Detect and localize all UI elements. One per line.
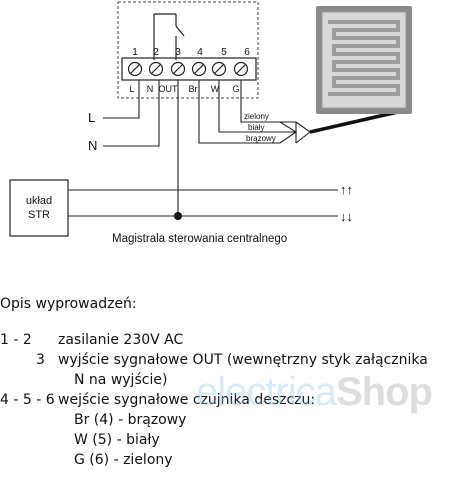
str-box bbox=[9, 179, 69, 237]
label-n: N bbox=[88, 138, 97, 153]
legend-item-brown: Br (4) - brązowy bbox=[74, 412, 187, 428]
terminal-2: 2 N bbox=[147, 47, 164, 94]
terminal-6: 6 G bbox=[232, 47, 250, 94]
wire-label-white: biały bbox=[248, 123, 264, 132]
legend-item-white: W (5) - biały bbox=[74, 432, 160, 448]
legend-value: zasilanie 230V AC bbox=[58, 332, 184, 348]
legend-row-out: 3 wyjście sygnałowe OUT (wewnętrzny styk… bbox=[0, 350, 454, 370]
str-label-line2: STR bbox=[28, 209, 50, 221]
terminal-code: G bbox=[232, 84, 239, 94]
terminal-3: 3 OUT bbox=[159, 47, 186, 94]
rain-sensor-icon bbox=[316, 6, 412, 114]
terminal-number: 4 bbox=[197, 47, 203, 58]
terminal-code: Br bbox=[189, 84, 198, 94]
wire-label-green: zielony bbox=[244, 112, 269, 121]
legend-value: wejście sygnałowe czujnika deszczu: bbox=[58, 392, 316, 408]
terminal-number: 3 bbox=[175, 47, 181, 58]
bus-lines bbox=[68, 189, 338, 217]
terminal-number: 1 bbox=[132, 47, 138, 58]
legend-key: 3 bbox=[36, 352, 45, 368]
terminal-5: 5 W bbox=[211, 47, 227, 94]
sensor-wires bbox=[198, 80, 298, 144]
watermark-main: electrica bbox=[196, 370, 337, 414]
watermark-shop: Shop bbox=[335, 370, 433, 414]
relay-contact bbox=[153, 13, 185, 60]
legend-row-supply: 1 - 2 zasilanie 230V AC bbox=[0, 330, 454, 350]
terminal-code: N bbox=[147, 84, 154, 94]
pinout-legend: Opis wyprowadzeń: 1 - 2 zasilanie 230V A… bbox=[0, 294, 454, 470]
legend-key: 4 - 5 - 6 bbox=[0, 392, 55, 408]
sensor-cable bbox=[309, 110, 399, 134]
terminal-4: 4 Br bbox=[189, 47, 207, 94]
watermark-logo: electricaShop bbox=[196, 370, 433, 415]
terminal-code: OUT bbox=[159, 84, 179, 94]
str-label-line1: układ bbox=[26, 195, 52, 207]
bus-up-arrows: ↑↑ bbox=[340, 182, 353, 197]
terminal-number: 6 bbox=[244, 47, 250, 58]
bus-down-arrows: ↓↓ bbox=[340, 209, 353, 224]
legend-title: Opis wyprowadzeń: bbox=[0, 296, 137, 312]
legend-item-green: G (6) - zielony bbox=[74, 452, 173, 468]
terminal-number: 5 bbox=[221, 47, 227, 58]
bus-label: Magistrala sterowania centralnego bbox=[112, 233, 287, 245]
terminal-code: L bbox=[129, 84, 134, 94]
label-l: L bbox=[88, 110, 95, 125]
terminal-code: W bbox=[211, 84, 220, 94]
sensor-wire-bracket bbox=[295, 121, 311, 144]
controller-module-outline bbox=[117, 1, 259, 99]
terminal-1: 1 L bbox=[127, 47, 143, 94]
legend-row-sensor: 4 - 5 - 6 wejście sygnałowe czujnika des… bbox=[0, 390, 454, 410]
legend-row-out-cont: N na wyjście) bbox=[74, 372, 168, 388]
legend-key: 1 - 2 bbox=[0, 332, 32, 348]
wire-label-brown: brązowy bbox=[246, 134, 276, 143]
wiring-diagram: 1 L 2 N 3 OUT 4 Br 5 W 6 G L N bbox=[9, 1, 412, 245]
supply-wires bbox=[103, 80, 160, 147]
terminal-number: 2 bbox=[153, 47, 159, 58]
legend-value: wyjście sygnałowe OUT (wewnętrzny styk z… bbox=[58, 352, 428, 368]
